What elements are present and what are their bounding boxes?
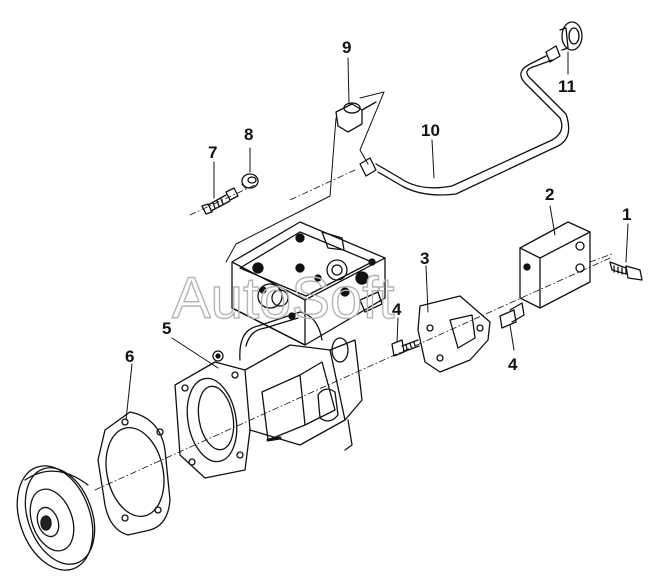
callout-labels: 1 2 3 4 4 5 6 7 8 9 10 11 xyxy=(125,38,631,374)
cylinder-head-part xyxy=(231,221,386,346)
bolt-4a-part xyxy=(391,339,420,357)
bolt-1-part xyxy=(609,261,643,281)
pulley-part xyxy=(16,465,96,571)
callout-6: 6 xyxy=(125,347,134,366)
callout-3: 3 xyxy=(420,249,429,268)
callout-4b: 4 xyxy=(508,355,518,374)
watermark-text: AutoSoft xyxy=(172,266,394,331)
callout-5: 5 xyxy=(162,319,171,338)
callout-1: 1 xyxy=(622,205,631,224)
block-part xyxy=(519,221,591,309)
callout-10: 10 xyxy=(421,121,440,140)
callout-8: 8 xyxy=(244,125,253,144)
callout-9: 9 xyxy=(342,38,351,57)
callout-4a: 4 xyxy=(392,300,402,319)
tube-10-part xyxy=(359,55,570,196)
fitting-9-part xyxy=(335,101,377,133)
callout-2: 2 xyxy=(545,185,554,204)
nut-8-part xyxy=(241,173,259,189)
bolt-4b-part xyxy=(499,302,525,329)
callout-7: 7 xyxy=(208,143,217,162)
compressor-body-part xyxy=(174,311,363,479)
leader-lines xyxy=(125,51,629,421)
gasket-part xyxy=(97,411,171,536)
assembly-axis-lines xyxy=(94,169,613,491)
bracket-part xyxy=(417,295,491,373)
stud-7-part xyxy=(201,187,239,215)
callout-11: 11 xyxy=(558,77,576,96)
fitting-11-part xyxy=(545,21,583,63)
